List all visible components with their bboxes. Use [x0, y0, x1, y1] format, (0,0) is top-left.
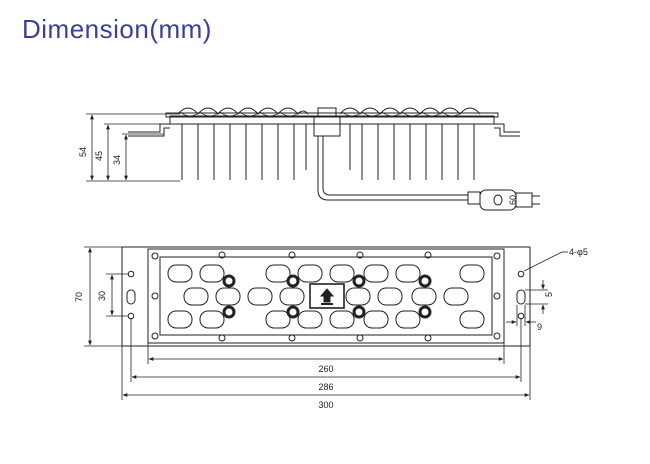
mount-hole — [127, 270, 135, 278]
mount-slot — [516, 289, 526, 305]
top-view — [84, 246, 568, 400]
connector — [467, 189, 540, 211]
mount-hole — [517, 270, 525, 278]
cable — [317, 136, 468, 201]
lens-array — [167, 264, 485, 329]
dim-30-label: 30 — [97, 291, 107, 301]
housing-top-rim — [165, 112, 499, 118]
slot-5-label: 5 — [544, 292, 554, 297]
right-flange — [494, 123, 520, 133]
dim-260-label: 260 — [318, 364, 333, 374]
hole-spec-label: 4-φ5 — [569, 247, 588, 257]
page-title: Dimension(mm) — [22, 14, 212, 44]
dim-34-label: 34 — [112, 155, 122, 165]
dim-286-label: 286 — [318, 382, 333, 392]
junction-box — [313, 115, 341, 137]
housing-body — [147, 248, 505, 344]
vent-symbol — [309, 283, 345, 309]
slot-9-label: 9 — [537, 322, 542, 332]
mount-slot — [126, 289, 136, 305]
mount-hole — [127, 312, 135, 320]
mount-hole — [517, 312, 525, 320]
side-dimensions — [86, 113, 180, 182]
dim-70-label: 70 — [74, 292, 84, 302]
lens-bumps — [177, 107, 481, 117]
perimeter-screws — [151, 251, 501, 342]
base-plate — [121, 246, 531, 347]
side-view — [86, 107, 540, 211]
dim-300-label: 300 — [318, 400, 333, 410]
heat-sink-fins — [181, 124, 475, 180]
top-dimensions — [84, 246, 568, 400]
led-rings — [222, 274, 432, 319]
dim-45-label: 45 — [94, 151, 104, 161]
dim-54-label: 54 — [78, 147, 88, 157]
connector-label: 60 — [508, 195, 518, 205]
